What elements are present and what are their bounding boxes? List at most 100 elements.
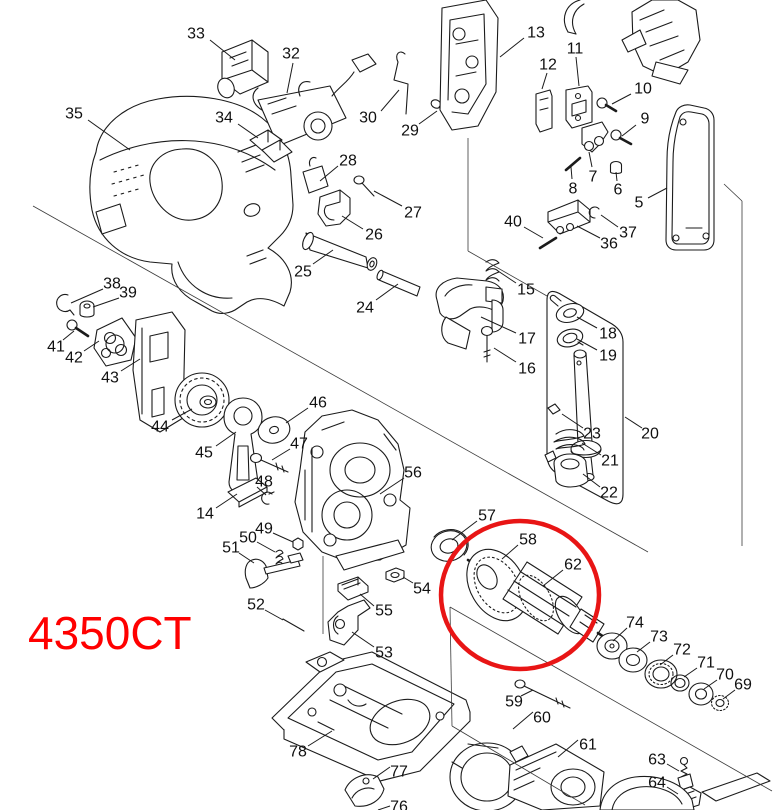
part-35-drawing bbox=[89, 95, 294, 314]
part-48-drawing bbox=[261, 491, 275, 505]
part-69-drawing bbox=[710, 694, 730, 712]
part-46-drawing bbox=[257, 416, 291, 444]
leader-line-22 bbox=[582, 473, 601, 488]
leader-line-17 bbox=[480, 316, 517, 334]
leader-line-38 bbox=[70, 288, 104, 304]
part-32-drawing bbox=[252, 53, 377, 149]
leader-line-5 bbox=[647, 187, 668, 199]
part-51-drawing bbox=[244, 552, 304, 589]
part-39-drawing bbox=[79, 300, 95, 318]
leader-line-71 bbox=[683, 667, 698, 678]
part-label-34: 34 bbox=[215, 110, 233, 127]
parts-artwork bbox=[56, 0, 771, 810]
part-54-drawing bbox=[385, 567, 405, 583]
leader-line-76 bbox=[377, 805, 391, 810]
leader-line-62 bbox=[542, 569, 564, 587]
part-label-11: 11 bbox=[567, 41, 584, 58]
bottom-housing-drawing bbox=[599, 775, 695, 810]
leader-line-56 bbox=[379, 477, 405, 495]
leader-line-73 bbox=[636, 641, 651, 653]
part-33-drawing bbox=[217, 39, 269, 99]
part-label-70: 70 bbox=[716, 667, 734, 684]
part-42-drawing bbox=[93, 317, 137, 367]
part-label-24: 24 bbox=[356, 300, 374, 317]
part-label-27: 27 bbox=[404, 205, 422, 222]
leader-line-26 bbox=[341, 215, 364, 230]
leader-line-24 bbox=[375, 283, 399, 301]
leader-line-53 bbox=[351, 631, 375, 648]
part-label-72: 72 bbox=[673, 642, 691, 659]
bottom-plate-drawing bbox=[701, 772, 771, 802]
group-20-shaft-drawing bbox=[570, 349, 602, 482]
part-label-29: 29 bbox=[401, 123, 419, 140]
part-5-drawing bbox=[665, 104, 715, 251]
part-label-8: 8 bbox=[569, 181, 578, 198]
part-73-drawing bbox=[618, 647, 648, 673]
part-58-62-armature-drawing bbox=[466, 548, 621, 650]
part-label-16: 16 bbox=[518, 361, 536, 378]
leader-line-23 bbox=[561, 413, 584, 429]
part-16-drawing bbox=[480, 325, 494, 363]
part-label-56: 56 bbox=[404, 465, 422, 482]
part-label-78: 78 bbox=[289, 744, 307, 761]
part-72-drawing bbox=[644, 659, 678, 689]
part-label-17: 17 bbox=[518, 331, 536, 348]
group-20-capsule bbox=[546, 290, 624, 505]
part-label-52: 52 bbox=[247, 597, 265, 614]
part-label-73: 73 bbox=[650, 629, 668, 646]
leader-line-14 bbox=[215, 493, 238, 509]
part-label-54: 54 bbox=[413, 581, 431, 598]
leader-line-34 bbox=[237, 123, 259, 139]
part-label-37: 37 bbox=[619, 225, 637, 242]
part-24-drawing bbox=[376, 269, 421, 297]
part-label-39: 39 bbox=[119, 285, 137, 302]
part-label-64: 64 bbox=[648, 775, 666, 792]
leader-line-8 bbox=[570, 166, 573, 180]
leader-line-16 bbox=[493, 347, 517, 363]
part-label-23: 23 bbox=[583, 426, 601, 443]
part-77-drawing bbox=[344, 774, 385, 807]
part-label-9: 9 bbox=[641, 111, 650, 128]
part-label-74: 74 bbox=[626, 615, 644, 632]
leader-line-33 bbox=[209, 39, 236, 61]
part-label-12: 12 bbox=[539, 57, 557, 74]
part-50-drawing bbox=[275, 549, 284, 566]
part-label-6: 6 bbox=[614, 182, 623, 199]
leader-line-20 bbox=[624, 416, 643, 429]
leader-line-47 bbox=[271, 448, 291, 461]
leader-line-9 bbox=[621, 124, 637, 137]
construction-lines bbox=[32, 138, 773, 806]
part-41-drawing bbox=[66, 319, 90, 338]
part-label-15: 15 bbox=[517, 282, 535, 299]
leader-line-29 bbox=[418, 110, 438, 125]
leader-line-78 bbox=[307, 730, 333, 747]
part-13-drawing bbox=[439, 0, 499, 131]
part-label-21: 21 bbox=[601, 453, 619, 470]
part-27-drawing bbox=[353, 175, 375, 197]
construction-line bbox=[32, 205, 649, 553]
part-label-14: 14 bbox=[196, 506, 214, 523]
part-28-drawing bbox=[302, 156, 329, 194]
leader-line-43 bbox=[120, 358, 141, 372]
part-53-drawing bbox=[327, 599, 371, 646]
leader-line-39 bbox=[92, 297, 120, 308]
part-label-10: 10 bbox=[634, 81, 652, 98]
part-6-drawing bbox=[609, 160, 623, 175]
leader-line-72 bbox=[659, 654, 674, 666]
leader-line-36 bbox=[576, 225, 601, 239]
leader-line-63 bbox=[666, 763, 680, 772]
part-label-55: 55 bbox=[375, 603, 393, 620]
part-label-71: 71 bbox=[697, 655, 715, 672]
leader-line-21 bbox=[581, 442, 602, 456]
part-15-drawing bbox=[485, 259, 500, 282]
leader-line-74 bbox=[612, 627, 628, 642]
construction-line bbox=[449, 606, 773, 792]
part-label-13: 13 bbox=[527, 25, 545, 42]
part-label-25: 25 bbox=[294, 264, 312, 281]
part-label-43: 43 bbox=[101, 370, 119, 387]
part-63-drawing bbox=[677, 756, 694, 791]
part-label-26: 26 bbox=[365, 227, 383, 244]
part-label-45: 45 bbox=[195, 445, 213, 462]
